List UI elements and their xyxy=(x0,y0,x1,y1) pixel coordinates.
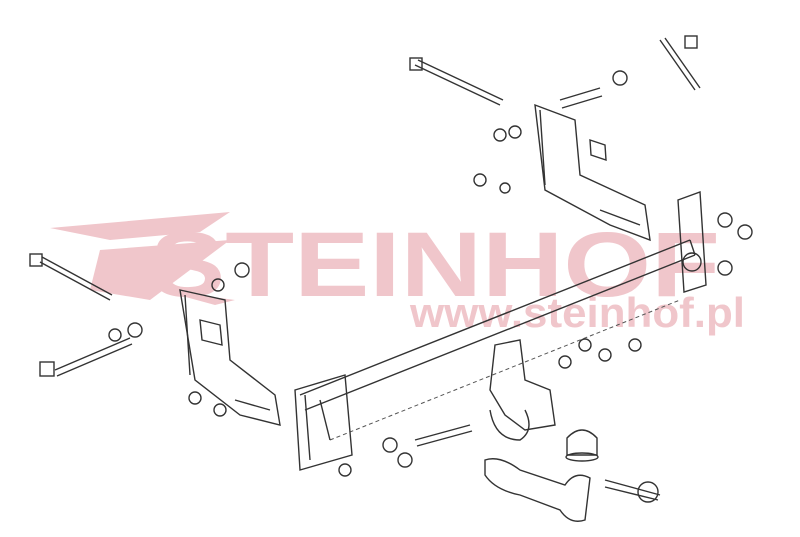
right-end-plate xyxy=(677,191,707,293)
ball-neck xyxy=(484,458,591,522)
main-crossbar xyxy=(299,239,696,441)
nuts-washers xyxy=(108,70,753,477)
steinhof-logo-swoosh xyxy=(50,212,235,305)
ball-cover xyxy=(565,429,599,462)
left-bracket xyxy=(179,289,281,426)
bolts xyxy=(29,35,701,503)
left-end-plate xyxy=(294,374,353,471)
watermark: STEINHOF www.steinhof.pl xyxy=(50,212,745,336)
watermark-url: www.steinhof.pl xyxy=(409,289,745,336)
right-bracket xyxy=(534,103,651,242)
ball-mount xyxy=(489,339,556,441)
